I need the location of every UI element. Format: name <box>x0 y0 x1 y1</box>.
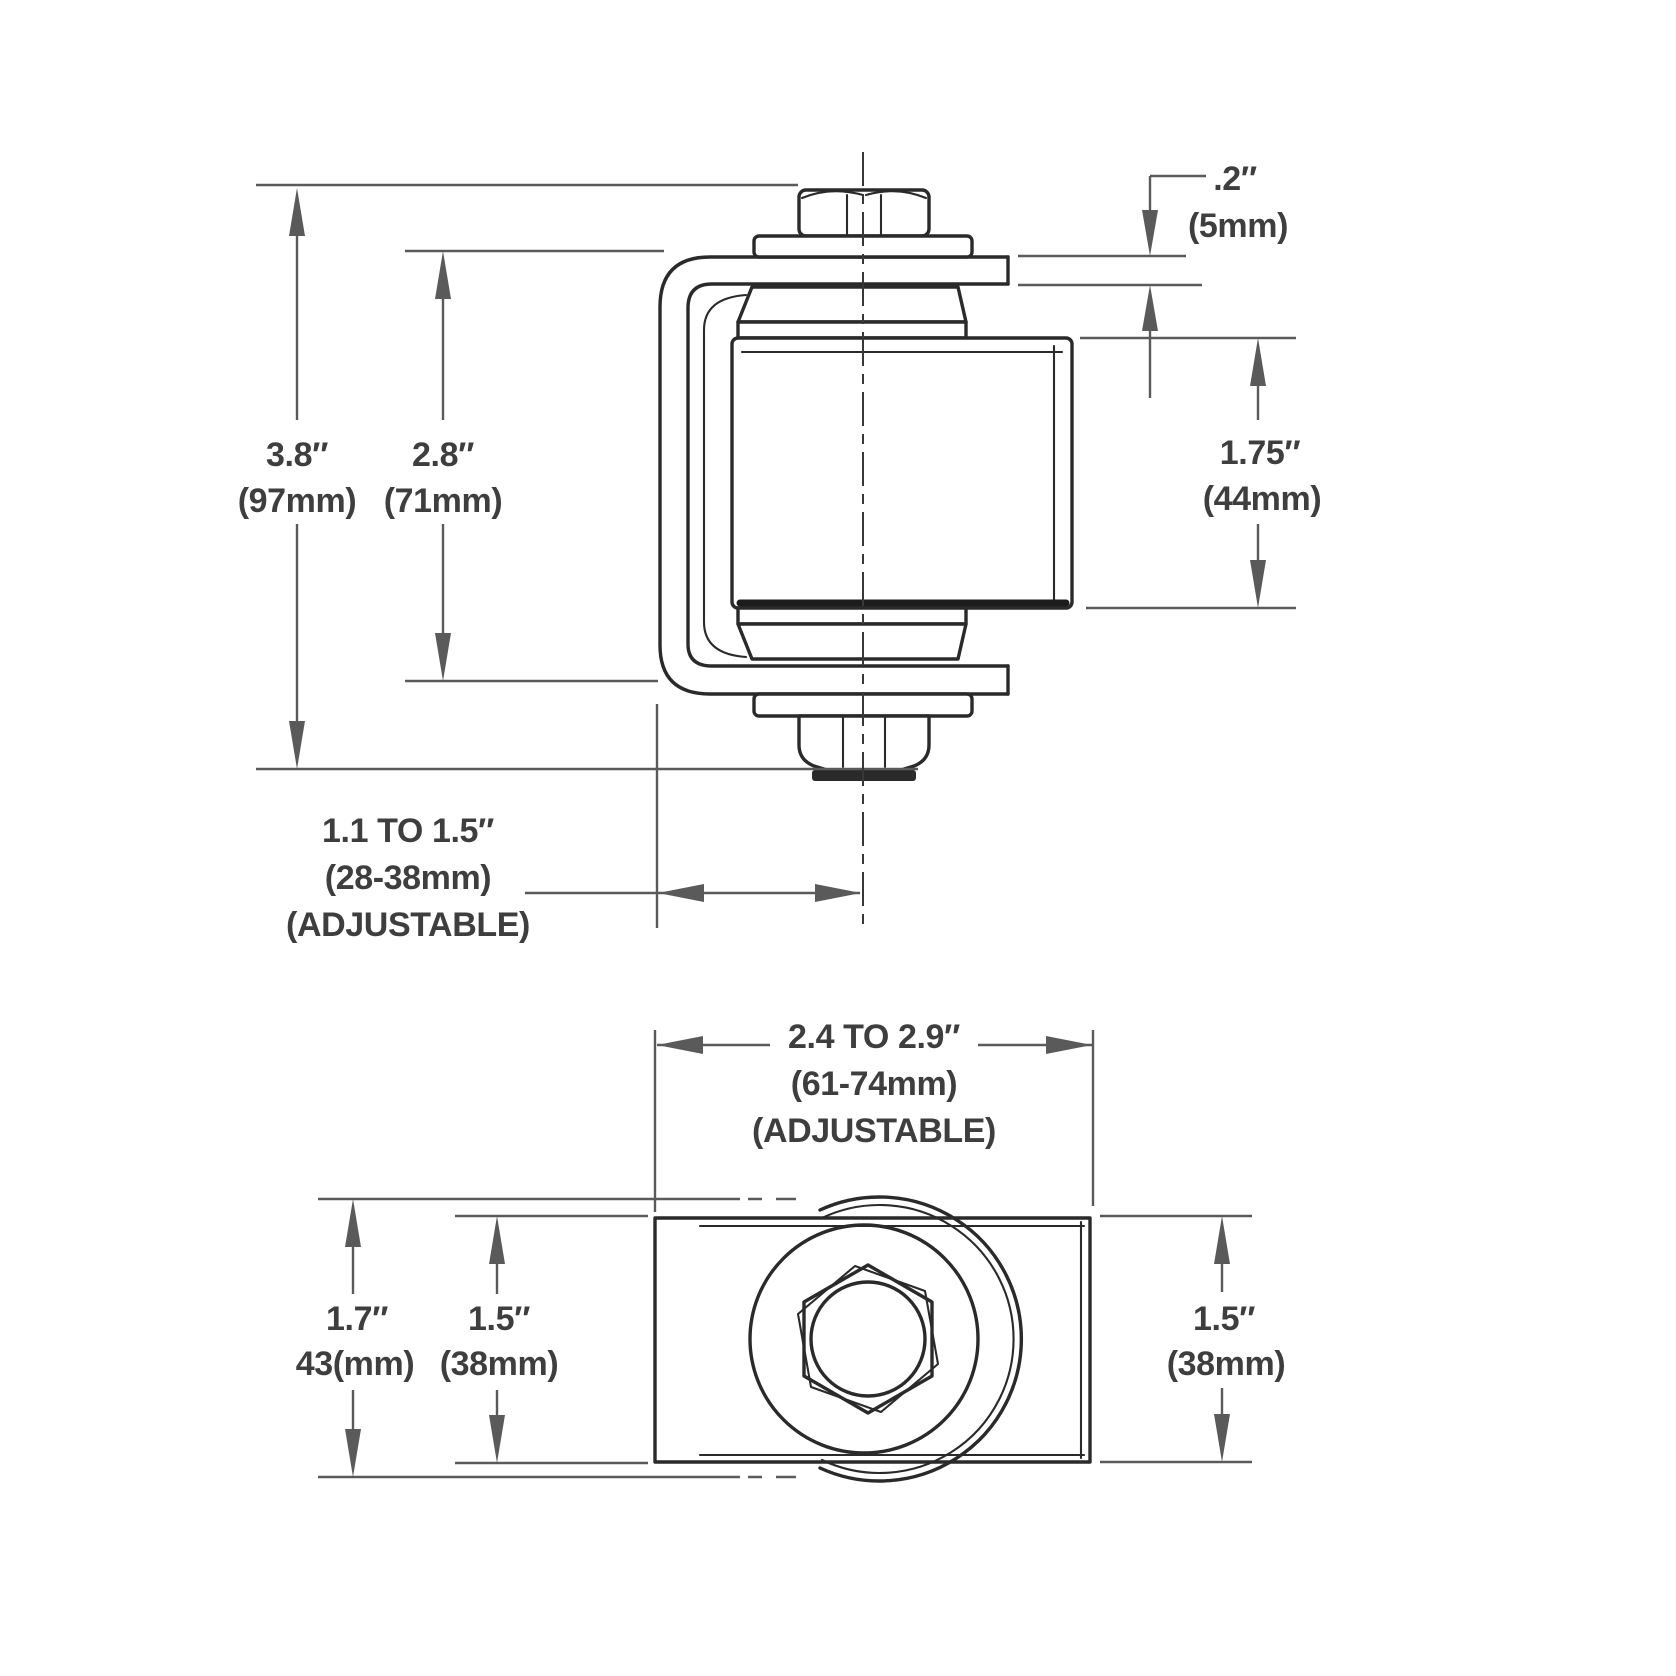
dim-channel-depth-inches: 1.5″ <box>468 1300 530 1338</box>
bolt-head-facet-lines <box>845 193 883 238</box>
arrowhead-up <box>345 1199 361 1247</box>
arrowhead-up <box>435 251 451 299</box>
dim-overall-width: 2.4 TO 2.9″ (61-74mm) (ADJUSTABLE) <box>653 1018 1095 1212</box>
dim-overall-height-inches: 3.8″ <box>266 436 328 474</box>
arrowhead-down <box>489 1415 505 1463</box>
plan-view <box>653 1195 1092 1483</box>
arrowhead-right <box>1046 1036 1092 1054</box>
arrowhead-up <box>1250 338 1266 386</box>
arrowhead-right <box>815 884 861 902</box>
bracket-inner-profile <box>686 282 1010 668</box>
dim-plate-thickness: .2″ (5mm) <box>1018 160 1288 398</box>
dim-bracket-depth-inches: 1.5″ <box>1193 1300 1255 1338</box>
dim-channel-depth: 1.5″ (38mm) <box>440 1214 648 1465</box>
arrowhead-up <box>1214 1216 1230 1264</box>
arrowhead-down <box>1142 210 1158 256</box>
dim-post-offset-note: (ADJUSTABLE) <box>286 906 530 944</box>
dim-plate-thickness-inches: .2″ <box>1213 160 1257 198</box>
dim-overall-depth-metric: 43(mm) <box>296 1345 415 1383</box>
arrowhead-down <box>345 1429 361 1477</box>
side-view-hex-nut <box>797 714 931 781</box>
side-view-dimensions: 3.8″ (97mm) 2.8″ (71mm) .2″ (5mm) <box>238 160 1322 944</box>
dim-inner-height-inches: 2.8″ <box>412 436 474 474</box>
bolt-shank-hole <box>809 1280 927 1398</box>
arrowhead-down <box>1250 560 1266 608</box>
dim-plate-thickness-metric: (5mm) <box>1188 207 1288 245</box>
dim-inner-height-metric: (71mm) <box>384 482 503 520</box>
dim-roller-height: 1.75″ (44mm) <box>1080 336 1322 610</box>
top-cone-washer-band <box>736 320 968 340</box>
bottom-cone-washer-band <box>736 606 968 626</box>
plan-view-dimensions: 2.4 TO 2.9″ (61-74mm) (ADJUSTABLE) 1.7″ … <box>296 1018 1286 1479</box>
arrowhead-left <box>658 884 704 902</box>
dim-channel-depth-metric: (38mm) <box>440 1345 559 1383</box>
arrowhead-left <box>657 1036 703 1054</box>
dim-overall-width-note: (ADJUSTABLE) <box>752 1112 996 1150</box>
dim-post-offset: 1.1 TO 1.5″ (28-38mm) (ADJUSTABLE) <box>286 704 861 944</box>
dim-post-offset-inches: 1.1 TO 1.5″ <box>322 812 494 850</box>
arrowhead-down <box>435 633 451 681</box>
side-view-bottom-cone-washer <box>736 606 968 661</box>
dim-overall-width-inches: 2.4 TO 2.9″ <box>788 1018 960 1056</box>
arrowhead-up <box>489 1216 505 1264</box>
bolt-head-crown-arcs <box>800 190 928 200</box>
arrowhead-up <box>289 188 305 236</box>
dim-inner-height: 2.8″ (71mm) <box>384 249 664 683</box>
dim-roller-height-metric: (44mm) <box>1203 480 1322 518</box>
washer-face <box>748 1223 980 1455</box>
bottom-cone-washer <box>736 622 968 661</box>
dim-bracket-depth-metric: (38mm) <box>1167 1345 1286 1383</box>
bracket-inner-edge-3d <box>702 293 748 659</box>
side-view-roller <box>730 336 1074 610</box>
arrowhead-up <box>1142 285 1158 331</box>
nut-facet-lines <box>841 714 887 769</box>
nut-hex-outline-rotated <box>796 1264 940 1414</box>
dim-overall-height-metric: (97mm) <box>238 482 357 520</box>
roller-body <box>730 336 1074 610</box>
plan-view-nut <box>796 1263 940 1415</box>
dim-post-offset-metric: (28-38mm) <box>325 859 491 897</box>
channel-body <box>653 1216 1092 1464</box>
dim-overall-width-metric: (61-74mm) <box>791 1065 957 1103</box>
arrowhead-down <box>1214 1414 1230 1462</box>
top-cone-washer <box>736 285 968 324</box>
arrowhead-down <box>289 721 305 769</box>
side-view <box>658 188 1074 781</box>
plan-view-channel <box>653 1216 1092 1464</box>
bracket-outer-profile <box>658 255 1010 696</box>
dim-overall-depth-inches: 1.7″ <box>326 1300 388 1338</box>
dim-roller-height-inches: 1.75″ <box>1220 434 1301 472</box>
dim-overall-depth: 1.7″ 43(mm) <box>296 1197 796 1479</box>
side-view-top-cone-washer <box>736 285 968 340</box>
nut-hex-outline <box>802 1263 934 1415</box>
dim-overall-height: 3.8″ (97mm) <box>238 183 918 771</box>
plan-view-washer <box>748 1195 1024 1483</box>
side-view-bracket <box>658 255 1010 696</box>
dim-bracket-depth: 1.5″ (38mm) <box>1100 1214 1286 1464</box>
washer-outer-rim-inner-line <box>820 1203 1015 1475</box>
washer-outer-rim <box>818 1195 1024 1483</box>
